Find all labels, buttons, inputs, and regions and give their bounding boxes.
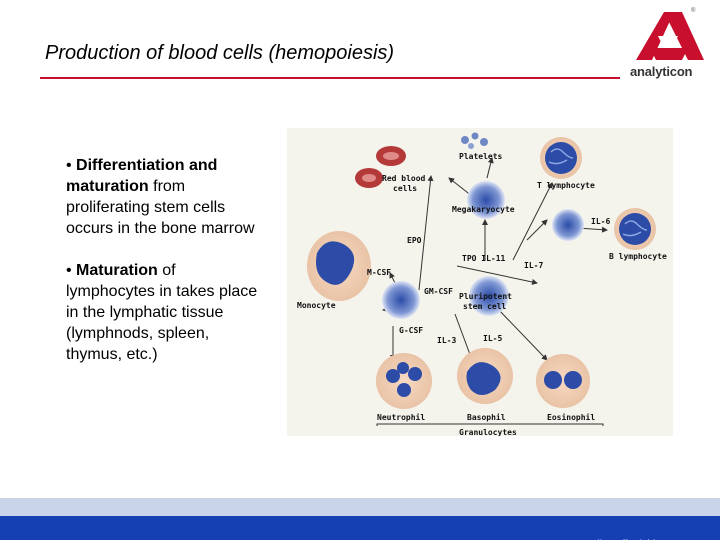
b-lymphocyte-icon — [614, 208, 656, 250]
footer-tagline: agile - affordable - accurate — [586, 539, 708, 550]
bullet-bold: Maturation — [76, 262, 158, 279]
label-il6: IL-6 — [591, 217, 610, 226]
myeloid-progenitor-icon — [382, 281, 420, 319]
platelets-icon — [461, 132, 488, 149]
label-il5: IL-5 — [483, 334, 502, 343]
footer-stripe — [0, 498, 720, 516]
label-granulocytes: Granulocytes — [459, 428, 517, 436]
label-pluripotent-1: Pluripotent — [459, 291, 512, 301]
t-lymphocyte-icon — [540, 137, 582, 179]
slide-title: Production of blood cells (hemopoiesis) — [45, 42, 395, 64]
logo-registered-mark: ® — [691, 8, 696, 14]
neutrophil-icon — [376, 353, 432, 409]
megakaryocyte-icon — [467, 181, 505, 219]
bullet-text: from proliferating stem cells occurs in … — [66, 178, 255, 237]
label-pluripotent-2: stem cell — [463, 302, 507, 311]
lymphoid-progenitor-icon — [552, 209, 584, 241]
label-neutrophil: Neutrophil — [377, 412, 425, 422]
bullet-bold: Differentiation and maturation — [66, 157, 218, 195]
bullet-list: • Differentiation and maturation from pr… — [66, 155, 266, 386]
label-red-blood-2: cells — [393, 184, 417, 193]
logo-text: analyticon — [630, 64, 693, 79]
label-megakaryocyte: Megakaryocyte — [452, 205, 515, 214]
monocyte-icon — [307, 231, 371, 301]
label-gmcsf: GM-CSF — [424, 287, 453, 296]
label-epo: EPO — [407, 236, 422, 245]
red-blood-cells-icon — [355, 146, 406, 188]
title-rule — [40, 77, 620, 79]
label-il7: IL-7 — [524, 261, 543, 270]
label-tpo-il11: TPO IL-11 — [462, 254, 506, 263]
bullet-item: • Maturation of lymphocytes in takes pla… — [66, 262, 258, 363]
label-b-lymphocyte: B lymphocyte — [609, 252, 667, 261]
footer: agile - affordable - accurate — [0, 498, 720, 550]
hemopoiesis-diagram: Platelets Red blood cells T lymphocyte M… — [287, 128, 673, 436]
label-platelets: Platelets — [459, 152, 503, 161]
basophil-icon — [457, 348, 513, 404]
footer-bar: agile - affordable - accurate — [0, 516, 720, 550]
granulocytes-bracket — [376, 423, 604, 426]
pluripotent-stem-cell-icon — [469, 276, 509, 316]
label-mcsf: M-CSF — [367, 268, 391, 277]
label-basophil: Basophil — [467, 412, 506, 422]
label-gcsf: G-CSF — [399, 326, 423, 335]
label-red-blood-1: Red blood — [382, 174, 426, 183]
bullet-item: • Differentiation and maturation from pr… — [66, 157, 255, 237]
label-eosinophil: Eosinophil — [547, 412, 595, 422]
label-il3: IL-3 — [437, 336, 456, 345]
logo-a-mark-icon — [636, 12, 704, 60]
label-monocyte: Monocyte — [297, 301, 336, 310]
bullet-text: of lymphocytes in takes place in the lym… — [66, 262, 258, 363]
label-t-lymphocyte: T lymphocyte — [537, 181, 595, 190]
eosinophil-icon — [536, 354, 590, 408]
